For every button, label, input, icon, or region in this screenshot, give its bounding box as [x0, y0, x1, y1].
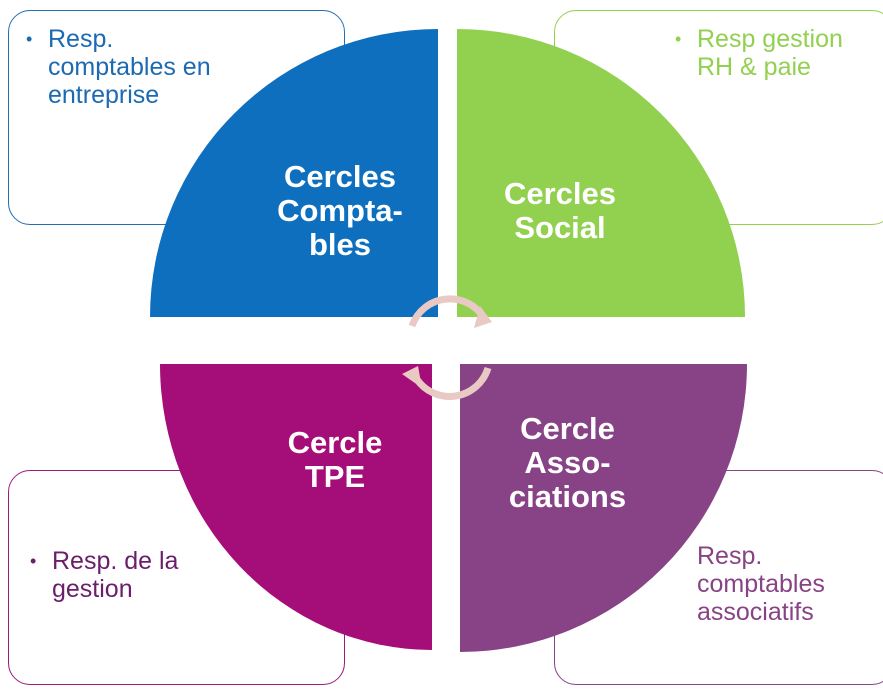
description-tpe-text: Resp. de la gestion [52, 547, 179, 603]
bullet-icon: • [675, 29, 682, 49]
description-tpe: • Resp. de la gestion [30, 547, 227, 603]
quadrant-title-tpe: Cercle TPE [287, 425, 383, 494]
description-associations-text: Resp. comptables associatifs [697, 542, 825, 626]
description-comptables-text: Resp. comptables en entreprise [48, 25, 211, 109]
quadrant-associations [460, 364, 747, 652]
quadrant-social [457, 29, 745, 317]
description-associations: Resp. comptables associatifs [697, 542, 872, 626]
bullet-icon: • [26, 29, 33, 49]
quadrant-tpe [160, 364, 432, 650]
description-comptables: • Resp. comptables en entreprise [26, 25, 238, 109]
quadrant-title-social: Cercles Social [503, 176, 617, 245]
bullet-icon: • [30, 551, 37, 571]
cycle-arrows-icon [408, 295, 492, 400]
quadrant-comptables [150, 29, 438, 317]
description-social: • Resp gestion RH & paie [675, 25, 872, 81]
cycle-arrow-head-top [474, 306, 492, 328]
quadrant-title-associations: Cercle Asso- ciations [508, 411, 627, 514]
quadrant-title-comptables: Cercles Compta- bles [277, 159, 403, 262]
cycle-arrow-head-bottom [402, 366, 422, 388]
description-social-text: Resp gestion RH & paie [697, 25, 843, 81]
